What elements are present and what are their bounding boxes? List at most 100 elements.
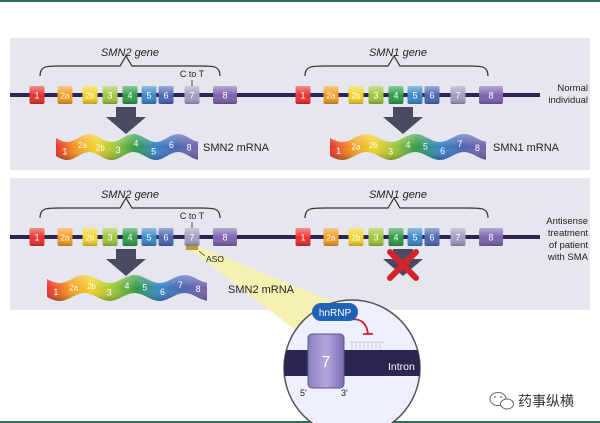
condition-line-1: Antisense <box>546 216 588 227</box>
exon-label: 7 <box>189 91 194 101</box>
exon-label: 8 <box>488 233 493 243</box>
exon-5: 5 <box>141 86 157 104</box>
exon-3: 3 <box>368 86 384 104</box>
exon-3: 3 <box>102 228 118 246</box>
exon-8: 8 <box>213 228 237 246</box>
smn1-mrna-label-top: SMN1 mRNA <box>493 142 560 154</box>
mrna-exon-label: 6 <box>160 287 165 297</box>
mrna-exon-label: 6 <box>440 146 445 156</box>
c-to-t-label-bottom: C to T <box>180 211 205 221</box>
five-prime-label: 5' <box>300 388 307 398</box>
hnrnp-label: hnRNP <box>319 308 352 319</box>
exon-label: 1 <box>300 91 305 101</box>
smn2-gene-bracket-bottom <box>39 196 221 219</box>
condition-line-4: with SMA <box>547 252 589 263</box>
mrna-exon-label: 1 <box>336 146 341 156</box>
exon-label: 4 <box>127 233 132 243</box>
exon-4: 4 <box>388 228 404 246</box>
mrna-exon-label: 1 <box>62 146 67 156</box>
smn1-gene-bracket-top <box>304 54 489 77</box>
mrna-ribbon-shading <box>56 134 198 160</box>
watermark-text: 药事纵横 <box>518 393 574 409</box>
mrna-exon-label: 2b <box>96 144 105 153</box>
exon-label: 8 <box>222 91 227 101</box>
exon-label: 3 <box>373 91 378 101</box>
exon-2a: 2a <box>57 86 73 104</box>
exon-2b: 2b <box>82 228 98 246</box>
exon-2a: 2a <box>323 228 339 246</box>
exon-label: 2b <box>86 92 95 101</box>
exon-label: 2a <box>61 234 70 243</box>
condition-line-2: treatment <box>548 228 588 239</box>
exon-label: 2a <box>327 234 336 243</box>
smn2-gene-label-bottom: SMN2 gene <box>101 189 159 201</box>
mrna-exon-label: 2b <box>87 282 96 291</box>
exon-7: 7 <box>184 228 200 246</box>
mrna-exon-label: 5 <box>423 141 428 151</box>
smn2-gene-bracket-top <box>39 54 221 77</box>
exon-label: 5 <box>146 233 151 243</box>
exon-7: 7 <box>184 86 200 104</box>
exon-label: 4 <box>393 91 398 101</box>
exon-6: 6 <box>424 228 440 246</box>
mrna-exon-label: 8 <box>475 143 480 153</box>
exon-5: 5 <box>407 86 423 104</box>
exon-2b: 2b <box>82 86 98 104</box>
mrna-exon-label: 3 <box>116 145 121 155</box>
exon-5: 5 <box>407 228 423 246</box>
exon-7: 7 <box>450 86 466 104</box>
exon-label: 3 <box>373 233 378 243</box>
inset-exon-7-label: 7 <box>322 354 331 371</box>
exon-label: 1 <box>34 91 39 101</box>
mrna-ribbon-shading <box>47 275 207 301</box>
exon-label: 2a <box>61 92 70 101</box>
mrna-exon-label: 4 <box>405 140 410 150</box>
exon-8: 8 <box>479 86 503 104</box>
exon-2a: 2a <box>57 228 73 246</box>
exon-1: 1 <box>295 228 311 246</box>
mrna-exon-label: 3 <box>388 146 393 156</box>
mrna-exon-label: 2b <box>369 141 378 150</box>
exon-label: 3 <box>107 91 112 101</box>
exon-2a: 2a <box>323 86 339 104</box>
watermark: 药事纵横 <box>489 392 574 410</box>
exon-label: 2b <box>352 92 361 101</box>
exon-4: 4 <box>388 86 404 104</box>
exon-label: 5 <box>412 233 417 243</box>
exon-8: 8 <box>213 86 237 104</box>
mrna-exon-label: 8 <box>196 284 201 294</box>
mrna-exon-label: 3 <box>107 287 112 297</box>
exon-1: 1 <box>29 86 45 104</box>
hnrnp-protein <box>312 303 358 321</box>
three-prime-label: 3' <box>341 388 348 398</box>
exon-label: 5 <box>412 91 417 101</box>
condition-label-normal: Normal individual <box>548 83 588 106</box>
mrna-ribbon-shading <box>330 134 486 160</box>
exon-2b: 2b <box>348 228 364 246</box>
transcription-arrow-smn2-bottom <box>106 249 146 276</box>
condition-line-2: individual <box>548 95 588 106</box>
no-expression-cross <box>387 249 419 281</box>
exon-8: 8 <box>479 228 503 246</box>
smn2-mrna-label-top: SMN2 mRNA <box>203 142 270 154</box>
mrna-exon-label: 5 <box>142 282 147 292</box>
exon-1: 1 <box>29 228 45 246</box>
exon-1: 1 <box>295 86 311 104</box>
exon-7: 7 <box>450 228 466 246</box>
intron-label: Intron <box>388 361 415 373</box>
smn2-mrna-label-bottom: SMN2 mRNA <box>228 284 295 296</box>
exon-label: 2b <box>86 234 95 243</box>
mrna-exon-label: 1 <box>53 287 58 297</box>
exon-label: 1 <box>34 233 39 243</box>
exon-6: 6 <box>424 86 440 104</box>
aso-pointer <box>198 250 206 257</box>
smn1-gene-label-top: SMN1 gene <box>369 47 427 59</box>
exon-label: 5 <box>146 91 151 101</box>
transcription-arrow-smn2-top <box>106 107 146 134</box>
aso-oligo <box>186 246 198 250</box>
exon-2b: 2b <box>348 86 364 104</box>
exon-3: 3 <box>102 86 118 104</box>
